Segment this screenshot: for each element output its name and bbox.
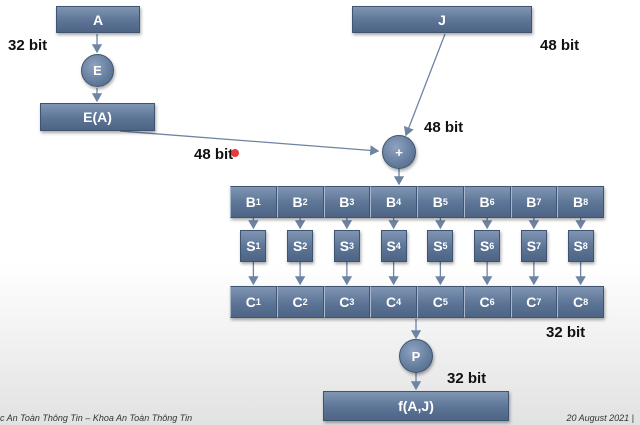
b-cell-label: B [386,194,397,210]
expansion-node-e: E [81,54,114,87]
s-box-label: S [246,238,256,254]
c-cell-subscript: 3 [349,297,355,307]
s-box-subscript: 4 [395,241,401,251]
b-cell-label: B [339,194,350,210]
p-bits-label: 32 bit [447,370,487,387]
b-cell-label: B [292,194,303,210]
pointer-marker [231,149,239,157]
c-cell-subscript: 7 [536,297,542,307]
b-cell-subscript: 7 [536,197,542,207]
b-cell-subscript: 6 [489,197,495,207]
s-box-label: S [292,238,303,254]
s-box-label: S [433,238,443,254]
j-bits-label: 48 bit [540,37,580,54]
b-cell-subscript: 1 [255,197,261,207]
c-cell-label: C [339,294,350,310]
c-cell-label: C [479,294,490,310]
c-cell-subscript: 6 [489,297,495,307]
s-box-label: S [339,238,350,254]
c-cell-label: C [292,294,303,310]
c-cell-subscript: 1 [255,297,261,307]
c-cell-label: C [245,294,256,310]
s-box-subscript: 2 [302,241,308,251]
s-box-subscript: 1 [255,241,261,251]
ea-bits-label: 48 bit [194,146,234,163]
xor-node: + [382,135,416,169]
b-cell-label: B [479,194,490,210]
arrow-ea-to-xor [119,130,380,156]
b-cell-subscript: 3 [349,197,355,207]
b-cell-subscript: 4 [396,197,402,207]
c-cell-subscript: 2 [302,297,308,307]
node-ea: E(A) [40,103,155,131]
c-cell-label: C [386,294,397,310]
c-cell-label: C [432,294,443,310]
a-bits-label: 32 bit [8,37,48,54]
c-cell-label: C [526,294,537,310]
c-cell-subscript: 4 [396,297,402,307]
b-cell-label: B [432,194,443,210]
s-box-label: S [573,238,583,254]
permutation-node-p: P [399,339,433,373]
xor-input-bits-label: 48 bit [424,119,464,136]
b-cell-label: B [573,194,584,210]
s-box-label: S [386,238,396,254]
output-node-f: f(A,J) [323,391,509,421]
c-cell-subscript: 5 [442,297,448,307]
footer-left-text: c An Toàn Thông Tin – Khoa An Toàn Thông… [0,413,193,423]
s-box-label: S [526,238,537,254]
b-cell-subscript: 8 [583,197,589,207]
s-box-subscript: 5 [442,241,448,251]
s-box-subscript: 3 [349,241,355,251]
node-j: J [352,6,532,33]
s-box-label: S [479,238,490,254]
node-a: A [56,6,140,33]
b-cell-subscript: 5 [442,197,448,207]
b-cell-subscript: 2 [302,197,308,207]
b-cell-label: B [245,194,256,210]
s-box-subscript: 6 [489,241,495,251]
c-cell-subscript: 8 [583,297,589,307]
c-bits-label: 32 bit [546,324,586,341]
s-box-subscript: 8 [582,241,588,251]
c-cell-label: C [573,294,584,310]
arrow-j-to-xor [403,33,446,137]
b-cell-label: B [526,194,537,210]
s-box-subscript: 7 [536,241,542,251]
footer-right-text: 20 August 2021 | [566,413,634,423]
